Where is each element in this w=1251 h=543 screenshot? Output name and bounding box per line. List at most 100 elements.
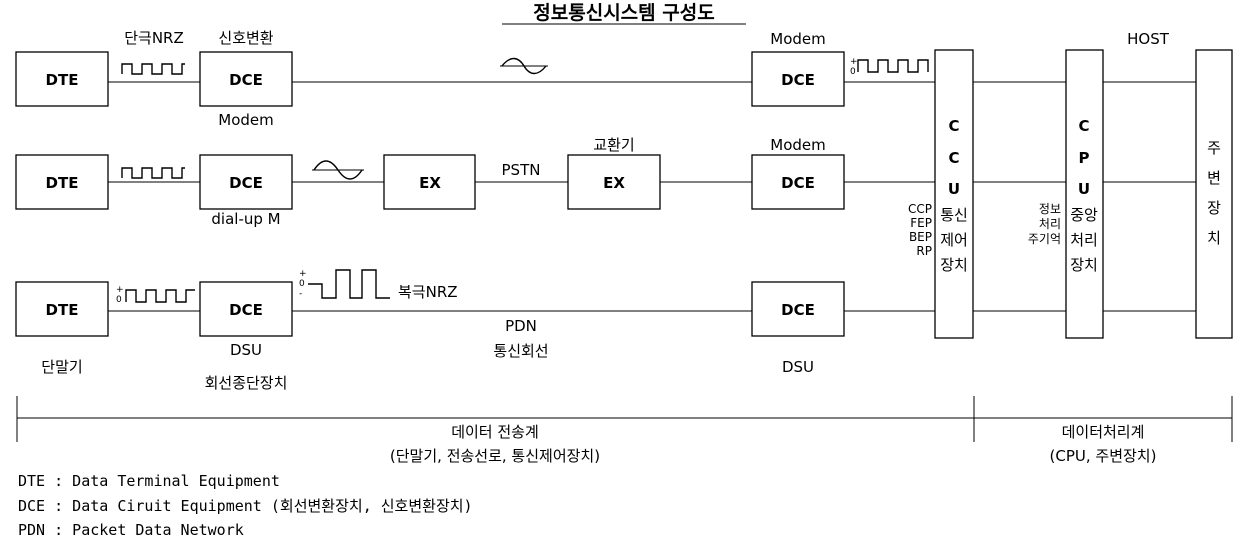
cpu-side-label-3: 주기억 [1028,232,1061,246]
svg-text:0: 0 [850,67,856,77]
ccu-side-label-ccp: CCP [908,202,932,216]
dce-box-2 [199,154,293,210]
exchange-top-label: 교환기 [593,136,634,154]
dce-label-right-1: DCE [781,71,815,89]
peripheral-text-4: 치 [1207,229,1221,247]
dce-label-1: DCE [229,71,263,89]
cpu-letter-2: P [1079,149,1090,167]
dce-box-right-2 [751,154,845,210]
dce-box-right-1 [751,51,845,107]
cpu-text-1: 중앙 [1070,206,1098,224]
terminal-caption: 단말기 [41,358,82,376]
peripheral-unit: HOST 주 변 장 치 [1127,30,1233,339]
ccu-letter-1: C [948,117,959,135]
row-3: DTE DCE 복극NRZ PDN 통신회선 DCE 단말기 DSU 회선종단장… [15,281,845,392]
svg-text:0: 0 [299,279,305,289]
ccu-side-label-fep: FEP [910,216,932,230]
peripheral-text-2: 변 [1207,169,1221,187]
dte-label-1: DTE [46,71,79,89]
processing-section-sub: (CPU, 주변장치) [1050,447,1157,465]
dte-box-3 [15,281,109,337]
peripheral-text-3: 장 [1207,199,1221,217]
svg-text:0: 0 [116,295,122,305]
bipolar-nrz-wave [308,269,390,299]
row-2: DTE DCE dial-up M EX PSTN 교환기 EX Modem D… [15,136,845,228]
dce-box-right-3 [751,281,845,337]
ccu-text-3: 장치 [940,256,968,274]
svg-text:+: + [116,285,124,295]
transmission-section-sub: (단말기, 전송선로, 통신제어장치) [390,447,600,465]
peripheral-text-1: 주 [1207,139,1221,157]
unipolar-nrz-label: 단극NRZ [124,29,184,47]
pdn-label: PDN [505,317,537,335]
host-label: HOST [1127,30,1170,48]
ccu-side-label-bep: BEP [909,230,932,244]
exchange-label-1: EX [419,174,441,192]
signal-waveforms [121,57,929,303]
exchange-box-2 [567,154,661,210]
comm-line-label: 통신회선 [493,342,548,360]
ccu-text-2: 제어 [940,231,968,249]
dte-label-2: DTE [46,174,79,192]
dsu-caption-right: DSU [782,358,814,376]
dce-label-3: DCE [229,301,263,319]
dte-box-2 [15,154,109,210]
section-brackets: 데이터 전송계 (단말기, 전송선로, 통신제어장치) 데이터처리계 (CPU,… [16,396,1233,465]
cpu-box [1065,49,1104,339]
ccu-letter-2: C [948,149,959,167]
cpu-text-2: 처리 [1070,231,1098,249]
unipolar-nrz-wave-2 [121,167,185,179]
dce-label-right-2: DCE [781,174,815,192]
dsu-caption: DSU [230,341,262,359]
ccu-letter-3: U [948,180,960,198]
exchange-label-2: EX [603,174,625,192]
svg-text:-: - [299,289,302,299]
svg-text:+: + [850,57,858,67]
legend-desc-dte: : Data Terminal Equipment [45,472,280,490]
connection-lines [108,81,1196,312]
exchange-box-1 [383,154,476,210]
dce-label-2: DCE [229,174,263,192]
processing-section-label: 데이터처리계 [1062,423,1145,441]
legend-item-pdn: PDN : Packet Data Network [18,521,244,539]
bipolar-nrz-label: 복극NRZ [398,283,458,301]
diagram-title: 정보통신시스템 구성도 [533,2,714,24]
row-1: DTE 단극NRZ 신호변환 DCE Modem Modem DCE [15,29,845,129]
ccu-unit: C C U 통신 제어 장치 CCP FEP BEP RP [908,49,974,339]
peripheral-box [1195,49,1233,339]
signal-level-marks: + 0 + 0 + 0 - [116,57,858,305]
signal-conversion-label: 신호변환 [218,29,273,47]
ccu-text-1: 통신 [940,206,968,224]
pstn-label: PSTN [502,161,541,179]
legend-item-dte: DTE : Data Terminal Equipment [18,472,280,490]
legend-desc-pdn: : Packet Data Network [45,521,244,539]
unipolar-nrz-wave-right [857,59,929,73]
cpu-unit: C P U 중앙 처리 장치 정보 처리 주기억 [1028,49,1104,339]
legend-item-dce: DCE : Data Ciruit Equipment (회선변환장치, 신호변… [18,497,473,515]
dialup-modem-label: dial-up M [211,210,280,228]
transmission-section-label: 데이터 전송계 [451,423,539,441]
cpu-side-label-1: 정보 [1039,202,1061,216]
legend-term-dce: DCE [18,497,45,515]
cpu-letter-1: C [1078,117,1089,135]
cpu-text-3: 장치 [1070,256,1098,274]
ccu-side-label-rp: RP [916,244,932,258]
modem-label-1: Modem [218,111,273,129]
ccu-box [934,49,974,339]
modem-label-right-1: Modem [770,30,825,48]
unipolar-nrz-wave-3 [125,289,195,303]
dce-box-1 [199,51,293,107]
cpu-side-label-2: 처리 [1039,217,1061,231]
dte-box-1 [15,51,109,107]
dte-label-3: DTE [46,301,79,319]
line-terminator-caption: 회선종단장치 [205,374,288,392]
legend-term-dte: DTE [18,472,45,490]
legend: DTE : Data Terminal Equipment DCE : Data… [18,472,473,539]
modem-label-right-2: Modem [770,136,825,154]
svg-text:+: + [299,269,307,279]
dce-box-3 [199,281,293,337]
legend-term-pdn: PDN [18,521,45,539]
dce-label-right-3: DCE [781,301,815,319]
legend-desc-dce: : Data Ciruit Equipment (회선변환장치, 신호변환장치) [45,497,473,515]
